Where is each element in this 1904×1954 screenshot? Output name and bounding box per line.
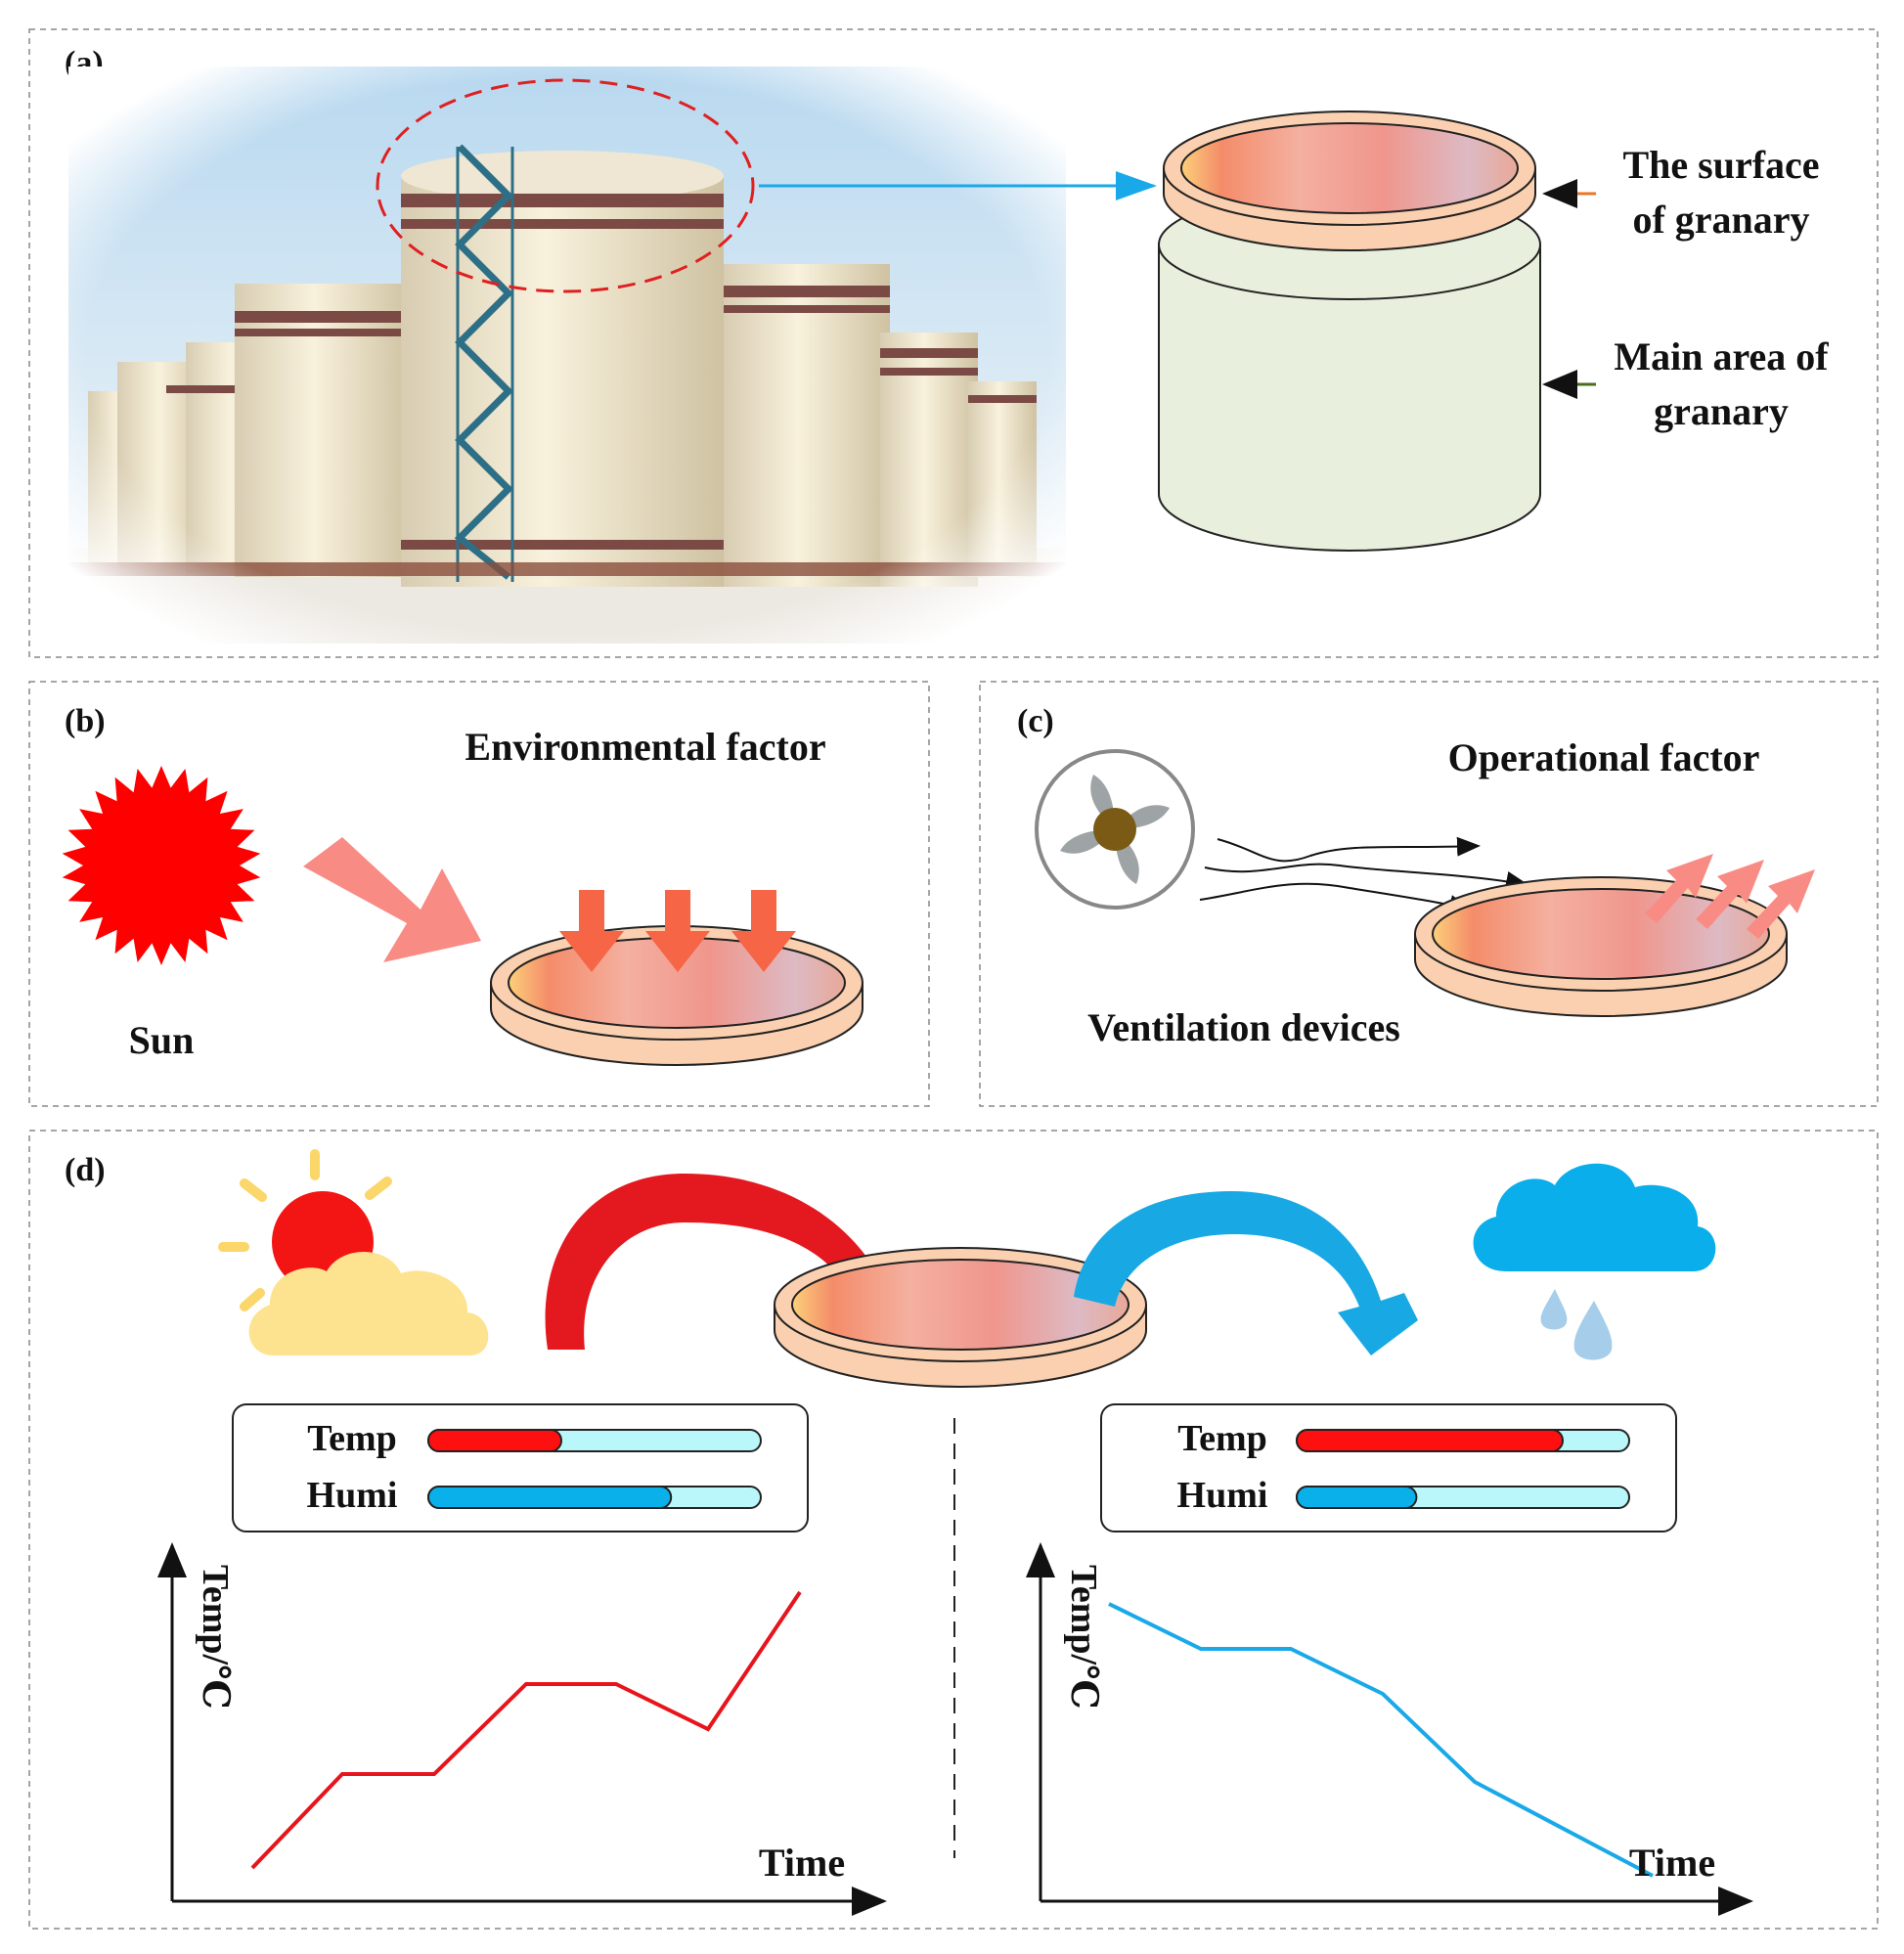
fan-icon bbox=[1035, 749, 1195, 910]
surface-label-line1: The surface bbox=[1622, 143, 1819, 187]
right-temp-line bbox=[1108, 1602, 1654, 1878]
left-temp-label: Temp bbox=[307, 1418, 397, 1459]
granary-surface-layer bbox=[1163, 111, 1536, 251]
heat-down-arrows bbox=[559, 890, 796, 972]
rain-cloud-icon bbox=[1473, 1163, 1716, 1360]
panel-a: (a) bbox=[28, 28, 1879, 658]
panel-c-tag: (c) bbox=[1017, 703, 1054, 739]
heat-up-arrows bbox=[1645, 854, 1815, 939]
right-temp-bar-fill bbox=[1296, 1429, 1564, 1452]
silo-photo bbox=[68, 67, 1066, 644]
sunlight-arrow bbox=[303, 837, 481, 962]
partly-sunny-icon bbox=[218, 1149, 489, 1355]
airflow-lines bbox=[1199, 836, 1529, 914]
main-area-label-line2: granary bbox=[1654, 389, 1789, 433]
right-gauge-panel: Temp Humi bbox=[1100, 1403, 1677, 1532]
panel-b-title: Environmental factor bbox=[465, 725, 825, 769]
panel-c-frame bbox=[979, 681, 1879, 1107]
left-humi-bar-fill bbox=[427, 1486, 673, 1509]
left-temp-line bbox=[250, 1590, 802, 1870]
right-temp-label: Temp bbox=[1177, 1418, 1267, 1459]
heating-arc-arrow bbox=[545, 1174, 898, 1350]
panel-c: (c) Operational factor Ventilation devic… bbox=[979, 681, 1879, 1107]
panel-b: (b) Environmental factor Sun bbox=[28, 681, 930, 1107]
panel-b-tag: (b) bbox=[65, 703, 106, 739]
main-area-label-line1: Main area of bbox=[1614, 334, 1829, 378]
panel-b-frame bbox=[28, 681, 930, 1107]
left-chart-ylabel: Temp/℃ bbox=[195, 1565, 236, 1710]
panel-d-tag: (d) bbox=[65, 1152, 106, 1188]
sun-label: Sun bbox=[129, 1018, 195, 1062]
panel-a-frame bbox=[28, 28, 1879, 658]
panel-c-title: Operational factor bbox=[1448, 735, 1760, 779]
highlight-ellipse bbox=[376, 78, 755, 293]
right-chart-ylabel: Temp/℃ bbox=[1063, 1565, 1104, 1710]
surface-label-line2: of granary bbox=[1632, 198, 1809, 242]
left-humi-label: Humi bbox=[307, 1475, 398, 1516]
panel-d: (d) Temp Humi bbox=[28, 1130, 1879, 1930]
left-temp-chart: Temp/℃ Time bbox=[157, 1542, 887, 1916]
cooling-arc-arrow bbox=[1074, 1191, 1418, 1355]
left-gauge-panel: Temp Humi bbox=[232, 1403, 809, 1532]
right-chart-xlabel: Time bbox=[1629, 1841, 1715, 1885]
right-temp-chart: Temp/℃ Time bbox=[1026, 1542, 1753, 1916]
right-humi-label: Humi bbox=[1177, 1475, 1268, 1516]
sun-icon bbox=[62, 766, 261, 965]
right-humi-bar-fill bbox=[1296, 1486, 1418, 1509]
left-temp-bar-fill bbox=[427, 1429, 562, 1452]
left-chart-xlabel: Time bbox=[759, 1841, 845, 1885]
ventilation-label: Ventilation devices bbox=[1087, 1005, 1400, 1049]
